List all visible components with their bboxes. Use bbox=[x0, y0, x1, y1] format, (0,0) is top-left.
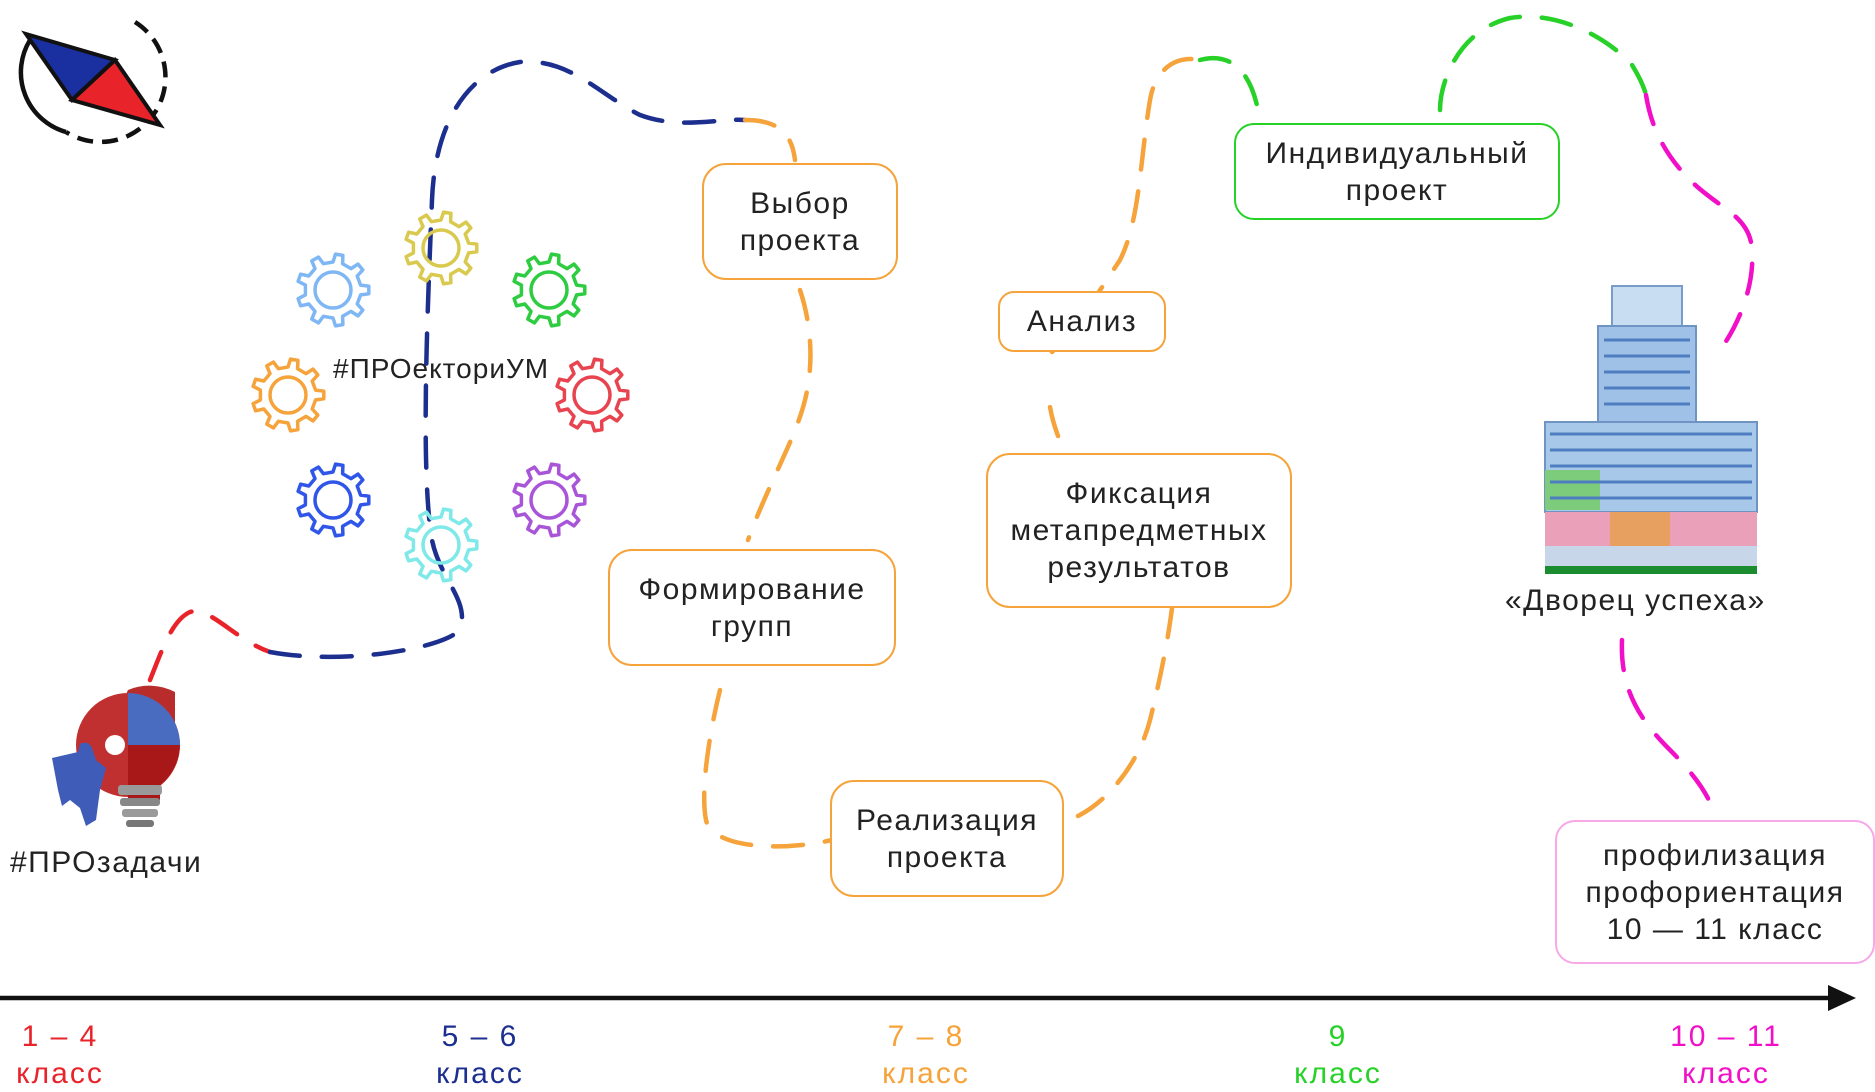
gear-icon bbox=[404, 210, 479, 286]
grade-unit: класс bbox=[16, 1057, 104, 1090]
box-analysis: Анализ bbox=[998, 291, 1166, 352]
grade-9: 9 класс bbox=[1238, 1018, 1438, 1092]
grade-unit: класс bbox=[882, 1057, 970, 1090]
gear-icon bbox=[404, 507, 479, 583]
grade-7-8: 7 – 8 класс bbox=[826, 1018, 1026, 1092]
grade-range: 7 – 8 bbox=[887, 1020, 965, 1053]
grade-range: 1 – 4 bbox=[21, 1020, 99, 1053]
gear-icon bbox=[512, 252, 587, 328]
box-individual-project: Индивидуальный проект bbox=[1234, 123, 1560, 220]
gear-icon bbox=[296, 252, 371, 328]
grade-range: 5 – 6 bbox=[441, 1020, 519, 1053]
skyscraper-icon bbox=[1544, 285, 1758, 574]
label-pro-ektorium: #ПРОекториУМ bbox=[333, 353, 550, 384]
path-green bbox=[1197, 14, 1649, 113]
box-project-choice: Выбор проекта bbox=[702, 163, 898, 280]
box-profiling: профилизация профориентация 10 — 11 клас… bbox=[1555, 820, 1875, 964]
gear-icon bbox=[555, 357, 630, 433]
puzzle-lightbulb-icon bbox=[52, 685, 180, 827]
path-pink bbox=[1619, 92, 1755, 811]
box-metasubject-fixation: Фиксация метапредметных результатов bbox=[986, 453, 1292, 608]
timeline-axis bbox=[0, 985, 1856, 1011]
grade-range: 10 – 11 bbox=[1670, 1020, 1782, 1053]
grade-5-6: 5 – 6 класс bbox=[380, 1018, 580, 1092]
grade-unit: класс bbox=[1682, 1057, 1770, 1090]
box-group-formation: Формирование групп bbox=[608, 549, 896, 666]
gear-icon bbox=[296, 462, 371, 538]
label-palace: «Дворец успеха» bbox=[1505, 584, 1766, 617]
gear-icon bbox=[512, 462, 587, 538]
grade-1-4: 1 – 4 класс bbox=[0, 1018, 160, 1092]
grade-10-11: 10 – 11 класс bbox=[1626, 1018, 1826, 1092]
grade-unit: класс bbox=[436, 1057, 524, 1090]
gear-icon bbox=[251, 357, 326, 433]
grade-range: 9 bbox=[1328, 1020, 1348, 1053]
label-pro-tasks: #ПРОзадачи bbox=[10, 846, 203, 879]
grade-unit: класс bbox=[1294, 1057, 1382, 1090]
compass-logo-icon bbox=[18, 20, 168, 145]
path-orange bbox=[702, 56, 1203, 849]
path-red bbox=[147, 609, 273, 683]
path-blue bbox=[267, 59, 748, 660]
box-project-realization: Реализация проекта bbox=[830, 780, 1064, 897]
